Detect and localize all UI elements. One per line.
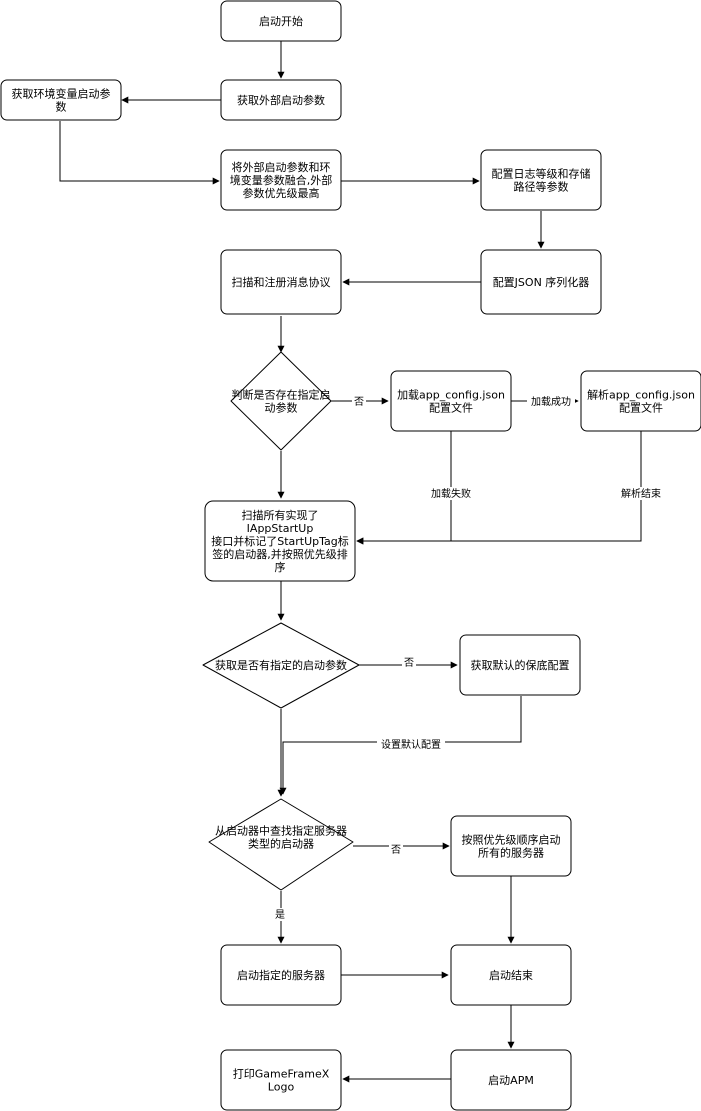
node-label: 判断是否存在指定启动参数 xyxy=(232,388,331,415)
node-label-line: 按照优先级顺序启动 xyxy=(462,833,561,847)
node-find-server-startup: 从启动器中查找指定服务器类型的启动器 xyxy=(208,798,354,891)
node-label-line: 扫描所有实现了 xyxy=(242,508,319,522)
node-label-line: 加载app_config.json xyxy=(397,389,505,402)
node-label-line: 扫描和注册消息协议 xyxy=(232,275,331,289)
node-label: 配置JSON 序列化器 xyxy=(493,275,590,289)
node-label-line: 类型的启动器 xyxy=(248,837,314,851)
node-label-line: 签的启动器,并按照优先级排 xyxy=(212,547,348,561)
node-label-line: 将外部启动参数和环 xyxy=(232,160,331,174)
node-label: 按照优先级顺序启动所有的服务器 xyxy=(462,833,561,860)
node-label: 获取外部启动参数 xyxy=(237,93,325,107)
node-label-line: 接口并标记了StartUpTag标 xyxy=(211,534,349,548)
node-get-default-config: 获取默认的保底配置 xyxy=(459,634,581,696)
node-label-line: 启动指定的服务器 xyxy=(237,968,325,982)
node-label-line: 配置JSON 序列化器 xyxy=(493,275,590,289)
edge-label-load-failed: 加载失败 xyxy=(431,487,471,500)
node-label-line: 配置文件 xyxy=(429,401,473,415)
edge-label-yes: 是 xyxy=(275,909,285,921)
node-label-line: 获取外部启动参数 xyxy=(237,93,325,107)
node-label: 启动结束 xyxy=(489,969,533,982)
node-label-line: 启动APM xyxy=(488,1074,534,1087)
node-label-line: 从启动器中查找指定服务器 xyxy=(215,824,347,838)
node-get-external-params: 获取外部启动参数 xyxy=(220,79,342,121)
node-check-params-exist: 判断是否存在指定启动参数 xyxy=(230,351,332,451)
node-label-line: 路径等参数 xyxy=(514,180,569,194)
node-label: 启动开始 xyxy=(259,14,303,28)
node-scan-register-protocols: 扫描和注册消息协议 xyxy=(220,249,342,315)
node-get-env-params: 获取环境变量启动参数 xyxy=(0,79,122,121)
edge-load-failed-to-scan-startups xyxy=(356,431,452,545)
node-label-line: 打印GameFrameX xyxy=(233,1067,330,1081)
node-label-line: 动参数 xyxy=(265,401,298,415)
node-start-apm: 启动APM xyxy=(450,1049,572,1111)
node-label-line: 数 xyxy=(56,101,67,114)
node-config-json: 配置JSON 序列化器 xyxy=(480,249,602,315)
edge-label-load-success: 加载成功 xyxy=(531,396,571,408)
node-label-line: 启动结束 xyxy=(489,969,533,982)
node-label-line: 解析app_config.json xyxy=(587,388,695,402)
node-label: 将外部启动参数和环境变量参数融合,外部参数优先级最高 xyxy=(230,160,333,200)
edge-env-to-merge xyxy=(59,121,220,185)
node-label: 获取默认的保底配置 xyxy=(471,658,570,672)
node-label-line: 所有的服务器 xyxy=(478,846,544,860)
node-label-line: 配置日志等级和存储 xyxy=(492,167,591,181)
node-start-all-servers: 按照优先级顺序启动所有的服务器 xyxy=(450,815,572,877)
node-label-line: 获取是否有指定的启动参数 xyxy=(215,658,347,672)
node-label: 从启动器中查找指定服务器类型的启动器 xyxy=(215,824,347,851)
node-label-line: IAppStartUp xyxy=(247,522,314,535)
node-start: 启动开始 xyxy=(220,0,342,42)
node-label-line: 参数优先级最高 xyxy=(243,186,320,200)
node-label-line: 获取环境变量启动参 xyxy=(12,87,111,101)
node-merge-params: 将外部启动参数和环境变量参数融合,外部参数优先级最高 xyxy=(220,149,342,211)
node-label-line: Logo xyxy=(268,1081,295,1094)
node-startup-end: 启动结束 xyxy=(450,944,572,1006)
node-label-line: 获取默认的保底配置 xyxy=(471,658,570,672)
node-label: 扫描和注册消息协议 xyxy=(232,275,331,289)
node-check-specified-param: 获取是否有指定的启动参数 xyxy=(202,622,360,709)
node-label-line: 判断是否存在指定启 xyxy=(232,388,331,402)
edge-label-no-load: 否 xyxy=(354,396,364,408)
node-label: 获取是否有指定的启动参数 xyxy=(215,658,347,672)
node-label: 获取环境变量启动参数 xyxy=(12,87,111,114)
node-label-line: 序 xyxy=(275,560,286,574)
edge-label-no-default: 否 xyxy=(404,657,414,669)
node-label: 配置日志等级和存储路径等参数 xyxy=(492,167,591,194)
edge-parse-end-to-scan-startups xyxy=(356,431,642,545)
node-label-line: 配置文件 xyxy=(619,401,663,415)
edge-label-no-start-all: 否 xyxy=(391,844,401,856)
edge-label-parse-end: 解析结束 xyxy=(621,487,661,500)
node-start-specified-server: 启动指定的服务器 xyxy=(220,944,342,1006)
node-config-log: 配置日志等级和存储路径等参数 xyxy=(480,149,602,211)
edge-label-set-default: 设置默认配置 xyxy=(381,738,441,751)
edge-labels: 否 加载成功 加载失败 解析结束 否 设置默认配置 否 是 xyxy=(272,395,665,921)
node-label-line: 境变量参数融合,外部 xyxy=(230,173,333,187)
node-label: 启动指定的服务器 xyxy=(237,968,325,982)
node-label-line: 启动开始 xyxy=(259,14,303,28)
node-label: 启动APM xyxy=(488,1074,534,1087)
